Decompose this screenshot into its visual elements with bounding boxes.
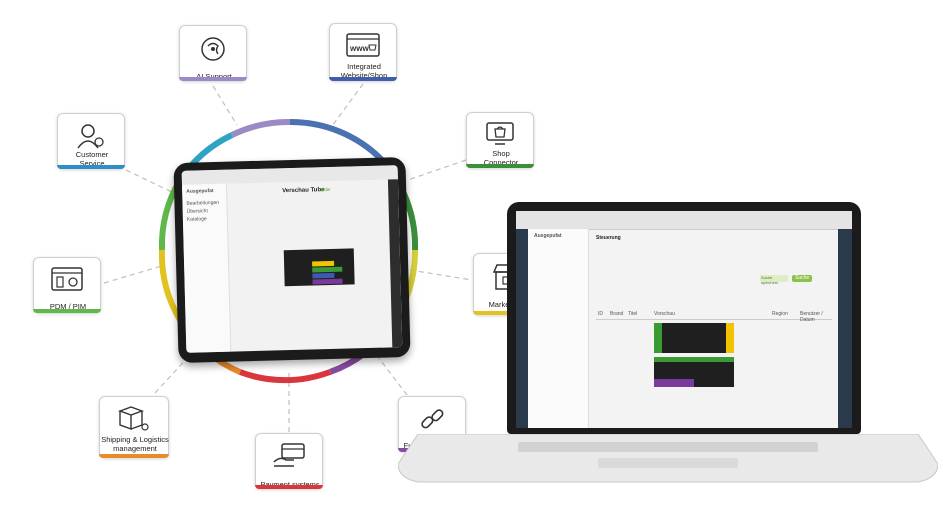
tablet-sidebar: Ausgepufat Bearbeitungen Übersicht Katal… xyxy=(181,183,232,353)
tablet-screen: Ausgepufat Bearbeitungen Übersicht Katal… xyxy=(181,165,403,353)
column-header: Brand xyxy=(610,311,624,317)
laptop-browser-bar xyxy=(516,211,852,230)
www-shop-icon: www xyxy=(346,33,380,57)
tablet-status: aktiv xyxy=(320,186,331,194)
laptop-table-header: ID Brand Titel Vorschau Region Benutzer … xyxy=(596,311,832,323)
link-chain-icon xyxy=(421,409,444,429)
node-customer-service: Customer Service xyxy=(57,113,125,169)
column-header: Vorschau xyxy=(654,311,675,317)
node-website-shop: www Integrated Website/Shop xyxy=(329,23,397,81)
laptop-search-button[interactable]: Suche xyxy=(792,275,812,282)
shopping-bag-screen-icon xyxy=(486,122,514,145)
node-accent xyxy=(466,164,534,168)
ai-brain-icon xyxy=(201,37,225,61)
node-label: Customer Service xyxy=(75,150,109,168)
laptop-left-rail xyxy=(516,229,528,428)
node-payment: Payment systems xyxy=(255,433,323,489)
node-accent xyxy=(255,485,323,489)
tablet-device: Ausgepufat Bearbeitungen Übersicht Katal… xyxy=(173,156,411,364)
laptop-keyboard-preview-1 xyxy=(654,323,734,353)
laptop-app-name: Ausgepufat xyxy=(534,233,562,239)
laptop-search-label: Suche xyxy=(795,275,810,281)
connector-shop xyxy=(407,159,467,181)
node-ai-support: AI Support xyxy=(179,25,247,81)
connector-web xyxy=(331,83,364,127)
laptop-save-search-label: Suche speichern xyxy=(761,275,779,285)
column-header: Titel xyxy=(628,311,638,317)
connector-pdm xyxy=(103,264,166,284)
node-label: Integrated Website/Shop xyxy=(340,62,388,80)
tablet-right-rail xyxy=(387,179,403,348)
product-data-icon xyxy=(51,267,83,291)
node-label: Payment systems xyxy=(240,480,340,489)
node-shipping: Shipping & Logistics management xyxy=(99,396,169,458)
node-accent xyxy=(57,165,125,169)
connector-market xyxy=(409,269,473,281)
node-label: PDM / PIM xyxy=(49,302,87,311)
laptop-device: Ausgepufat Steuerung Suche Suche speiche… xyxy=(507,202,861,434)
node-label: AI Support xyxy=(164,72,264,81)
laptop-keyboard-preview-2 xyxy=(654,357,734,387)
tablet-menu-item[interactable]: Übersicht xyxy=(186,208,208,215)
tablet-menu-item[interactable]: Bearbeitungen xyxy=(186,199,220,207)
tablet-menu-item[interactable]: Kataloge xyxy=(186,216,207,223)
node-accent xyxy=(33,309,101,313)
node-shop-connector: Shop Connector xyxy=(466,112,534,168)
tablet-page-title: Verschau Tube xyxy=(282,187,325,195)
column-header: Region xyxy=(772,311,788,317)
node-label: Shop Connector xyxy=(483,149,519,167)
package-cart-icon xyxy=(117,406,149,431)
tablet-browser-bar xyxy=(181,165,398,185)
svg-text:www: www xyxy=(349,44,369,53)
connector-further xyxy=(374,352,408,396)
node-label: Shipping & Logistics management xyxy=(101,435,169,453)
connector-ai xyxy=(212,85,238,126)
node-pdm-pim: PDM / PIM xyxy=(33,257,101,313)
column-header: Benutzer / Datum xyxy=(800,311,823,323)
connector-cs xyxy=(125,169,179,196)
laptop-right-rail xyxy=(838,229,852,428)
laptop-section-title: Steuerung xyxy=(596,235,621,241)
node-accent xyxy=(179,77,247,81)
laptop-base xyxy=(398,434,938,483)
customer-gear-icon xyxy=(77,124,104,149)
card-payment-icon xyxy=(273,443,305,467)
node-accent xyxy=(329,77,397,81)
laptop-screen: Ausgepufat Steuerung Suche Suche speiche… xyxy=(516,211,852,428)
laptop-save-search-button[interactable]: Suche speichern xyxy=(760,275,788,285)
laptop-sidebar: Ausgepufat xyxy=(528,229,589,428)
tablet-app-name: Ausgepufat xyxy=(186,188,214,195)
column-header: ID xyxy=(598,311,603,317)
node-accent xyxy=(99,454,169,458)
tablet-keyboard-preview xyxy=(283,248,355,287)
